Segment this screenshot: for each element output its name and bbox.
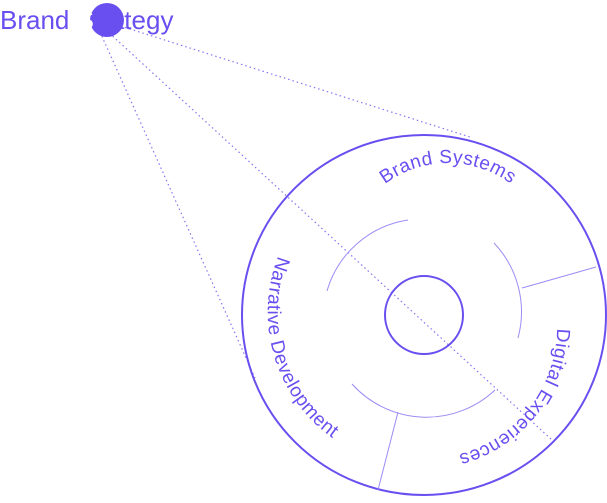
connector-left — [99, 31, 256, 379]
divider-right — [521, 266, 597, 289]
inner-arcs — [326, 219, 522, 418]
connector-top — [107, 21, 471, 138]
segment-label-digital-experiences: Digital Experiences — [457, 328, 574, 470]
title-suffix: trategy — [94, 5, 174, 35]
segment-label-narrative-development: Narrative Development — [263, 254, 343, 442]
title-highlight-letter: S — [77, 5, 94, 35]
core-circle — [384, 275, 464, 355]
connector-diagonal — [105, 29, 553, 441]
page-title: Brand Strategy — [0, 5, 173, 35]
arc-upper-left — [326, 219, 409, 292]
title-prefix: Brand — [0, 5, 77, 35]
arc-right — [493, 242, 522, 339]
segment-label-brand-systems: Brand Systems — [376, 147, 520, 188]
segment-dividers — [377, 266, 597, 491]
arc-bottom — [351, 383, 496, 418]
zoom-connectors — [99, 21, 553, 441]
divider-bottom — [377, 411, 399, 491]
title-highlight-circle — [90, 3, 124, 37]
outer-ring — [241, 134, 607, 496]
